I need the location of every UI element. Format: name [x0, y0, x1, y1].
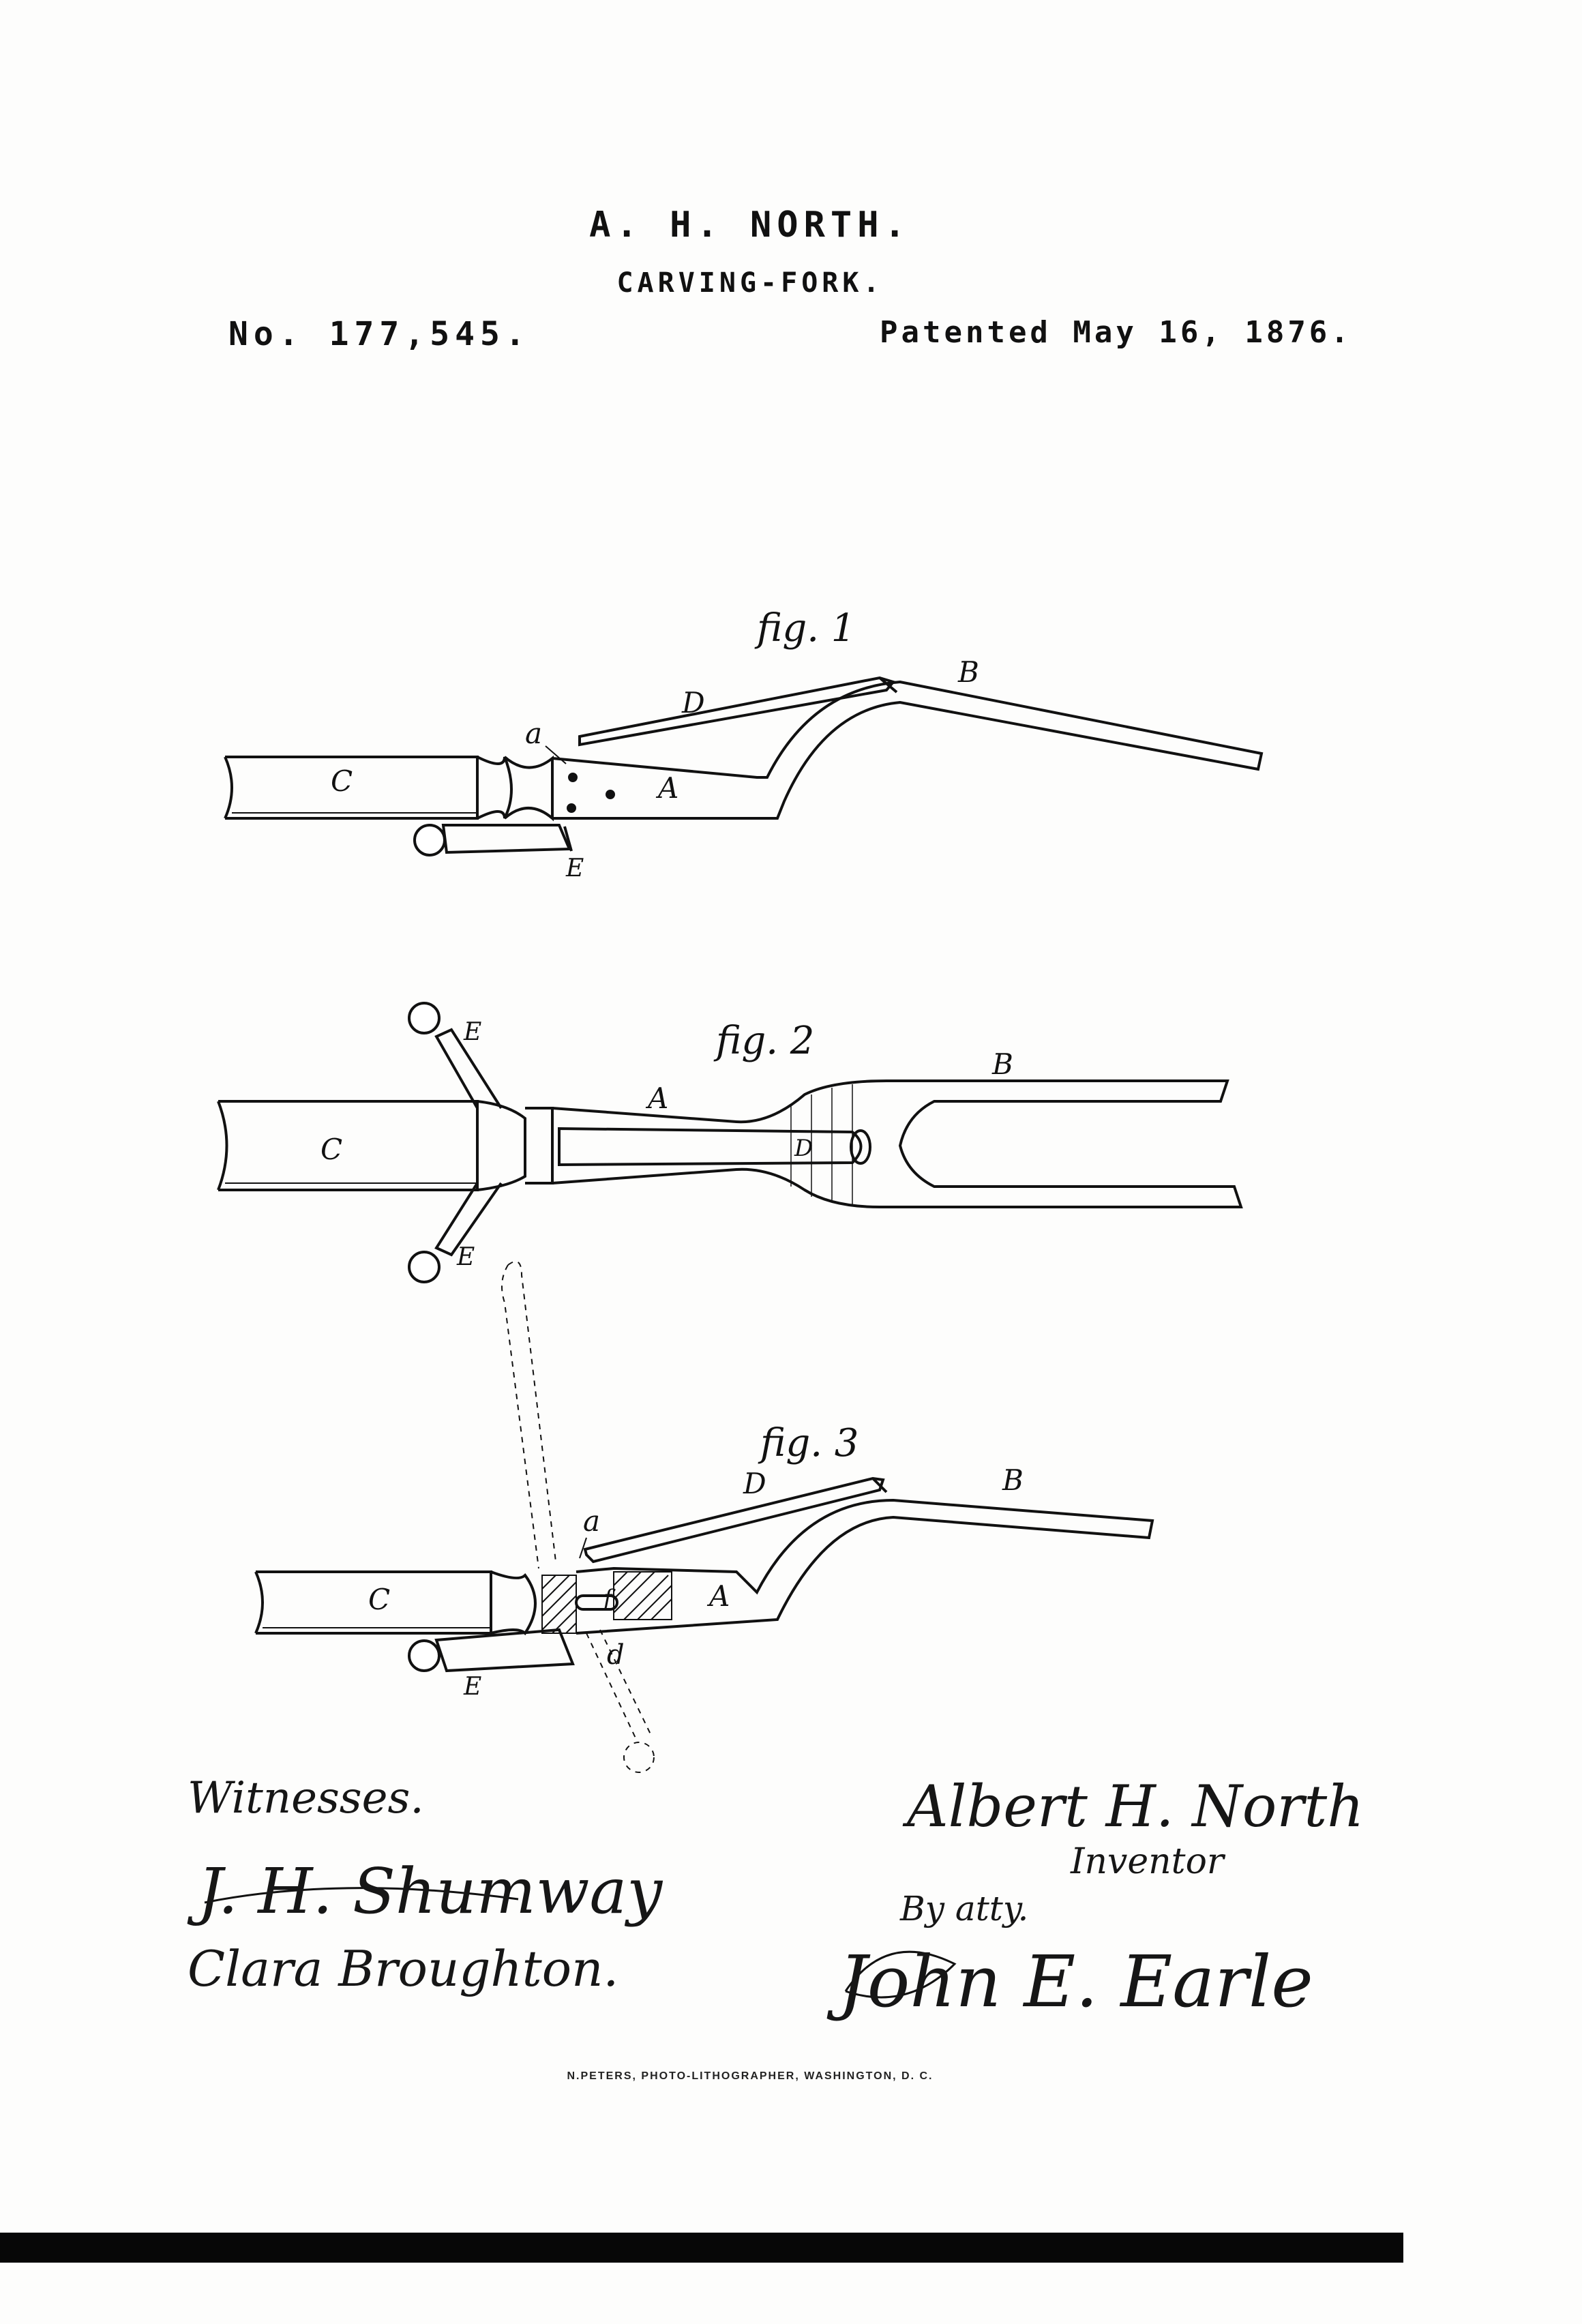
patent-date: Patented May 16, 1876. — [880, 315, 1352, 350]
fig3-alternate-position — [501, 1261, 655, 1773]
invention-title: CARVING-FORK. — [616, 267, 884, 299]
fig3-caption: fig. 3 — [758, 1421, 859, 1465]
svg-text:B: B — [957, 655, 979, 689]
svg-text:a: a — [583, 1504, 600, 1538]
fig1-collar — [503, 755, 554, 822]
svg-text:E: E — [463, 1673, 481, 1701]
fig3-shank — [576, 1498, 1154, 1635]
figure-1: fig. 1 C A B D a — [224, 606, 1264, 882]
fig2-shank — [552, 1079, 1243, 1208]
fig3-lever — [583, 1476, 885, 1564]
by-attorney-label: By atty. — [900, 1889, 1029, 1928]
fig2-caption: fig. 2 — [713, 1019, 814, 1063]
svg-text:B: B — [991, 1047, 1013, 1081]
fig1-guard-knob — [413, 824, 446, 856]
inventor-name: A. H. NORTH. — [589, 205, 911, 245]
signature-flourishes — [204, 1887, 957, 1999]
fig2-lever — [558, 1127, 863, 1167]
figure-3: fig. 3 — [254, 1261, 1154, 1773]
svg-text:a: a — [525, 717, 542, 750]
fig1-shank — [552, 680, 1264, 820]
fig2-ferrule — [477, 1100, 526, 1191]
patent-number: No. 177,545. — [228, 315, 531, 353]
fig2-guard-bottom-knob — [408, 1251, 441, 1283]
fig3-guard — [434, 1628, 575, 1673]
svg-text:C: C — [320, 1133, 342, 1166]
svg-text:A: A — [706, 1579, 730, 1613]
witness-1-signature: J. H. Shumway — [198, 1855, 663, 1928]
svg-text:B: B — [1002, 1463, 1024, 1497]
inventor-signature: Albert H. North — [907, 1773, 1364, 1840]
witness-2-signature: Clara Broughton. — [188, 1940, 619, 1997]
svg-text:D: D — [681, 686, 705, 719]
attorney-signature: John E. Earle — [839, 1940, 1313, 2023]
fig3-guard-knob — [408, 1639, 441, 1672]
svg-text:D: D — [794, 1135, 813, 1162]
fig1-ferrule — [477, 756, 513, 820]
fig1-lever — [578, 676, 896, 747]
inventor-label: Inventor — [1071, 1841, 1224, 1882]
figure-2: fig. 2 C A B D — [217, 1002, 1243, 1283]
fig2-handle — [218, 1100, 479, 1191]
scan-border-bar — [0, 2233, 1403, 2263]
svg-text:E: E — [463, 1018, 481, 1046]
fig1-caption: fig. 1 — [754, 606, 855, 651]
svg-text:d: d — [607, 1639, 625, 1671]
witnesses-label: Witnesses. — [188, 1773, 424, 1823]
svg-text:A: A — [645, 1082, 668, 1115]
fig1-handle — [225, 756, 479, 820]
fig2-guard-top — [434, 1028, 503, 1109]
fig2-guard-bottom — [434, 1182, 503, 1257]
svg-text:C: C — [331, 764, 353, 798]
fig1-guard — [441, 824, 571, 854]
fig3-handle-break — [254, 1571, 264, 1634]
svg-text:E: E — [456, 1243, 475, 1271]
fig1-handle-break — [224, 756, 233, 819]
fig3-ferrule — [490, 1570, 537, 1636]
svg-text:D: D — [743, 1467, 766, 1500]
fig2-collar — [525, 1107, 554, 1185]
svg-text:E: E — [565, 854, 584, 882]
fig2-handle-break — [217, 1101, 228, 1191]
svg-text:C: C — [368, 1583, 390, 1616]
fig3-handle — [256, 1570, 492, 1635]
printer-credit: N.PETERS, PHOTO-LITHOGRAPHER, WASHINGTON… — [567, 2070, 934, 2082]
svg-text:A: A — [655, 771, 678, 805]
fig2-guard-top-knob — [408, 1002, 441, 1034]
